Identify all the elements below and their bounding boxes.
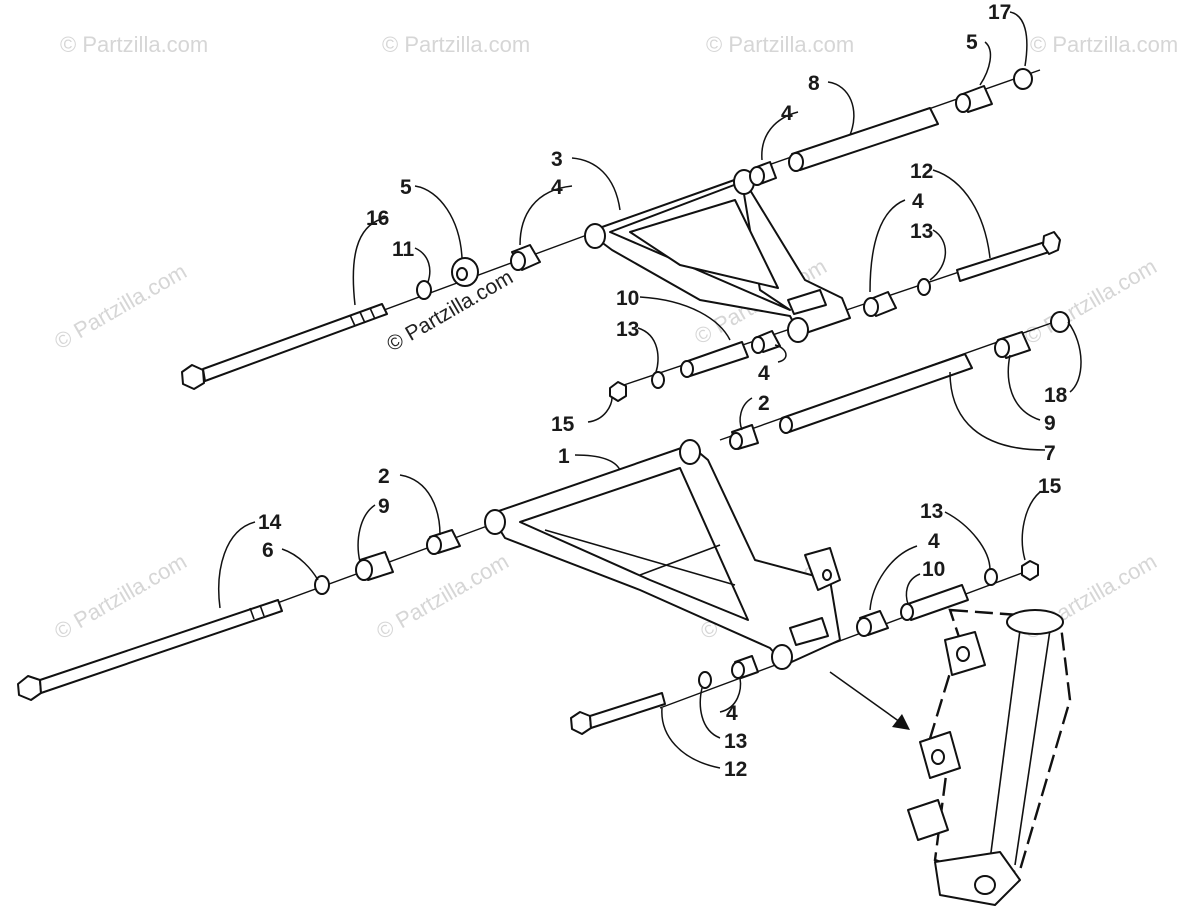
bushing-4-right: [863, 291, 897, 317]
bolt-12-bottom: [570, 692, 666, 735]
watermark: © Partzilla.com: [1030, 32, 1178, 57]
cap-17: [1013, 68, 1033, 90]
bushing-2-left: [426, 529, 461, 555]
nut-15-lower: [1021, 560, 1039, 581]
washer-14: [314, 575, 330, 595]
attachment-arrow: [829, 671, 910, 730]
washer-13-c: [984, 568, 998, 586]
callout-13: 13: [724, 730, 747, 753]
callout-5: 5: [966, 31, 978, 54]
callout-3: 3: [551, 148, 563, 171]
lower-a-arm-assembly: [17, 311, 1070, 735]
upper-a-arm-3: [584, 169, 851, 343]
bushing-4-top: [749, 161, 777, 186]
bolt-16: [181, 303, 388, 390]
callout-4: 4: [781, 102, 793, 125]
callout-10: 10: [616, 287, 639, 310]
watermark: © Partzilla.com: [50, 259, 191, 355]
bushing-4-bottom: [731, 655, 759, 679]
callout-5: 5: [400, 176, 412, 199]
callout-4: 4: [758, 362, 770, 385]
callout-18: 18: [1044, 384, 1068, 407]
callout-7: 7: [1044, 442, 1056, 465]
watermark-primary: © Partzilla.com: [383, 266, 517, 357]
callout-10: 10: [922, 558, 945, 581]
sleeve-8: [788, 107, 939, 172]
watermark: © Partzilla.com: [372, 549, 513, 645]
callout-16: 16: [366, 207, 389, 230]
bushing-9-left: [355, 551, 394, 581]
callout-14: 14: [258, 511, 282, 534]
shaft-7: [779, 353, 973, 434]
watermark: © Partzilla.com: [706, 32, 854, 57]
callout-12: 12: [724, 758, 747, 781]
callout-4: 4: [912, 190, 924, 213]
spindle-outline: [907, 608, 1072, 906]
washer-13: [917, 278, 931, 296]
watermark: © Partzilla.com: [60, 32, 208, 57]
callout-9: 9: [1044, 412, 1056, 435]
bolt-12-top: [956, 231, 1061, 282]
upper-a-arm-assembly: [181, 68, 1061, 402]
cap-18: [1050, 311, 1070, 333]
callout-4: 4: [726, 702, 738, 725]
bushing-4-lower: [751, 330, 781, 354]
sleeve-10-top: [680, 341, 749, 378]
callout-2: 2: [758, 392, 770, 415]
callout-4: 4: [928, 530, 940, 553]
callout-2: 2: [378, 465, 390, 488]
callout-9: 9: [378, 495, 390, 518]
bolt-6: [17, 599, 283, 701]
callout-15: 15: [551, 413, 575, 436]
bushing-5-top: [955, 85, 993, 113]
watermark: © Partzilla.com: [1020, 254, 1161, 350]
callout-8: 8: [808, 72, 820, 95]
nut-15-top: [609, 381, 627, 402]
callout-4: 4: [551, 176, 563, 199]
leader-lines: [218, 11, 1082, 769]
washer-11: [416, 280, 432, 300]
bushing-2-top: [729, 424, 759, 450]
sleeve-10-lower: [900, 584, 969, 621]
callout-17: 17: [988, 1, 1011, 24]
bushing-4-lower-right: [856, 610, 889, 637]
callout-13: 13: [616, 318, 639, 341]
callout-1: 1: [558, 445, 570, 468]
washer-13-d: [698, 671, 712, 689]
bushing-5-left: [451, 257, 479, 287]
callout-labels: 17 5 8 4 3 4 5 16 11 12 4 13 10 13 4 15 …: [258, 1, 1068, 781]
callout-15: 15: [1038, 475, 1062, 498]
watermark: © Partzilla.com: [382, 32, 530, 57]
callout-12: 12: [910, 160, 933, 183]
bushing-4-left: [510, 244, 541, 271]
callout-6: 6: [262, 539, 274, 562]
watermark: © Partzilla.com: [50, 549, 191, 645]
bushing-9-right: [994, 331, 1031, 359]
washer-13-b: [651, 371, 665, 389]
axis-line: [659, 569, 1031, 709]
callout-13: 13: [910, 220, 933, 243]
callout-13: 13: [920, 500, 943, 523]
lower-a-arm-1: [484, 439, 841, 670]
callout-11: 11: [392, 238, 415, 261]
